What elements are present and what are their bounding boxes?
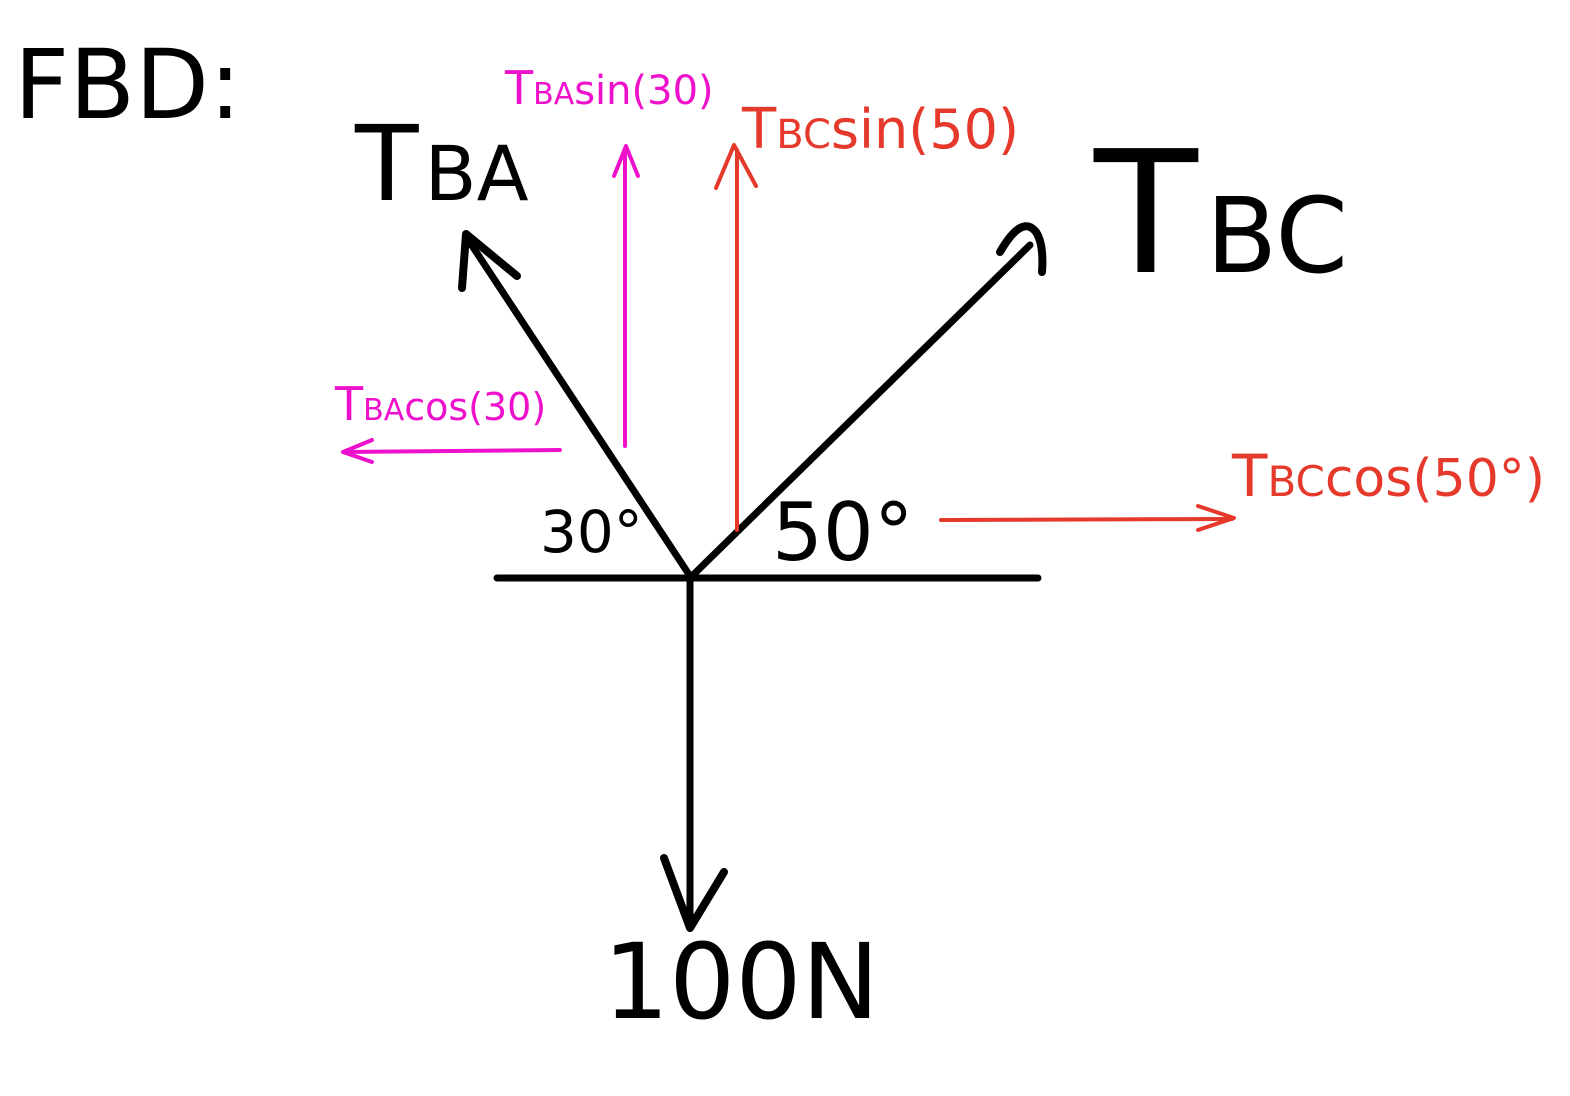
weight-vector [660,576,728,932]
angle-50-label: 50° [772,486,914,579]
angle-30-label: 30° [540,498,643,566]
tbc-cos-arrowhead [1196,504,1236,532]
tba-sin-arrowhead [612,144,640,178]
tba-cos-arrowhead [341,438,374,464]
tba-cos-label: TBAcos(30) [334,377,546,431]
tba-vector [458,230,694,580]
tba-label: TBA [354,103,529,225]
tbc-arrowhead [996,222,1047,276]
diagram-title: FBD: [14,29,241,141]
tbc-vector [688,222,1047,580]
tbc-sin-arrowhead [714,143,758,190]
tbc-sin-label: TBCsin(50) [741,97,1019,162]
weight-arrowhead [660,854,728,932]
tbc-label: TBC [1093,115,1348,313]
tba-arrowhead [458,230,521,292]
tba-sin-component [612,144,640,448]
tba-cos-component [341,438,562,464]
tbc-cos-component [939,504,1236,532]
weight-label: 100N [603,921,879,1043]
tba-sin-label: TBAsin(30) [504,61,714,115]
tbc-cos-label: TBCcos(50°) [1231,442,1545,510]
tbc-sin-component [714,143,758,532]
